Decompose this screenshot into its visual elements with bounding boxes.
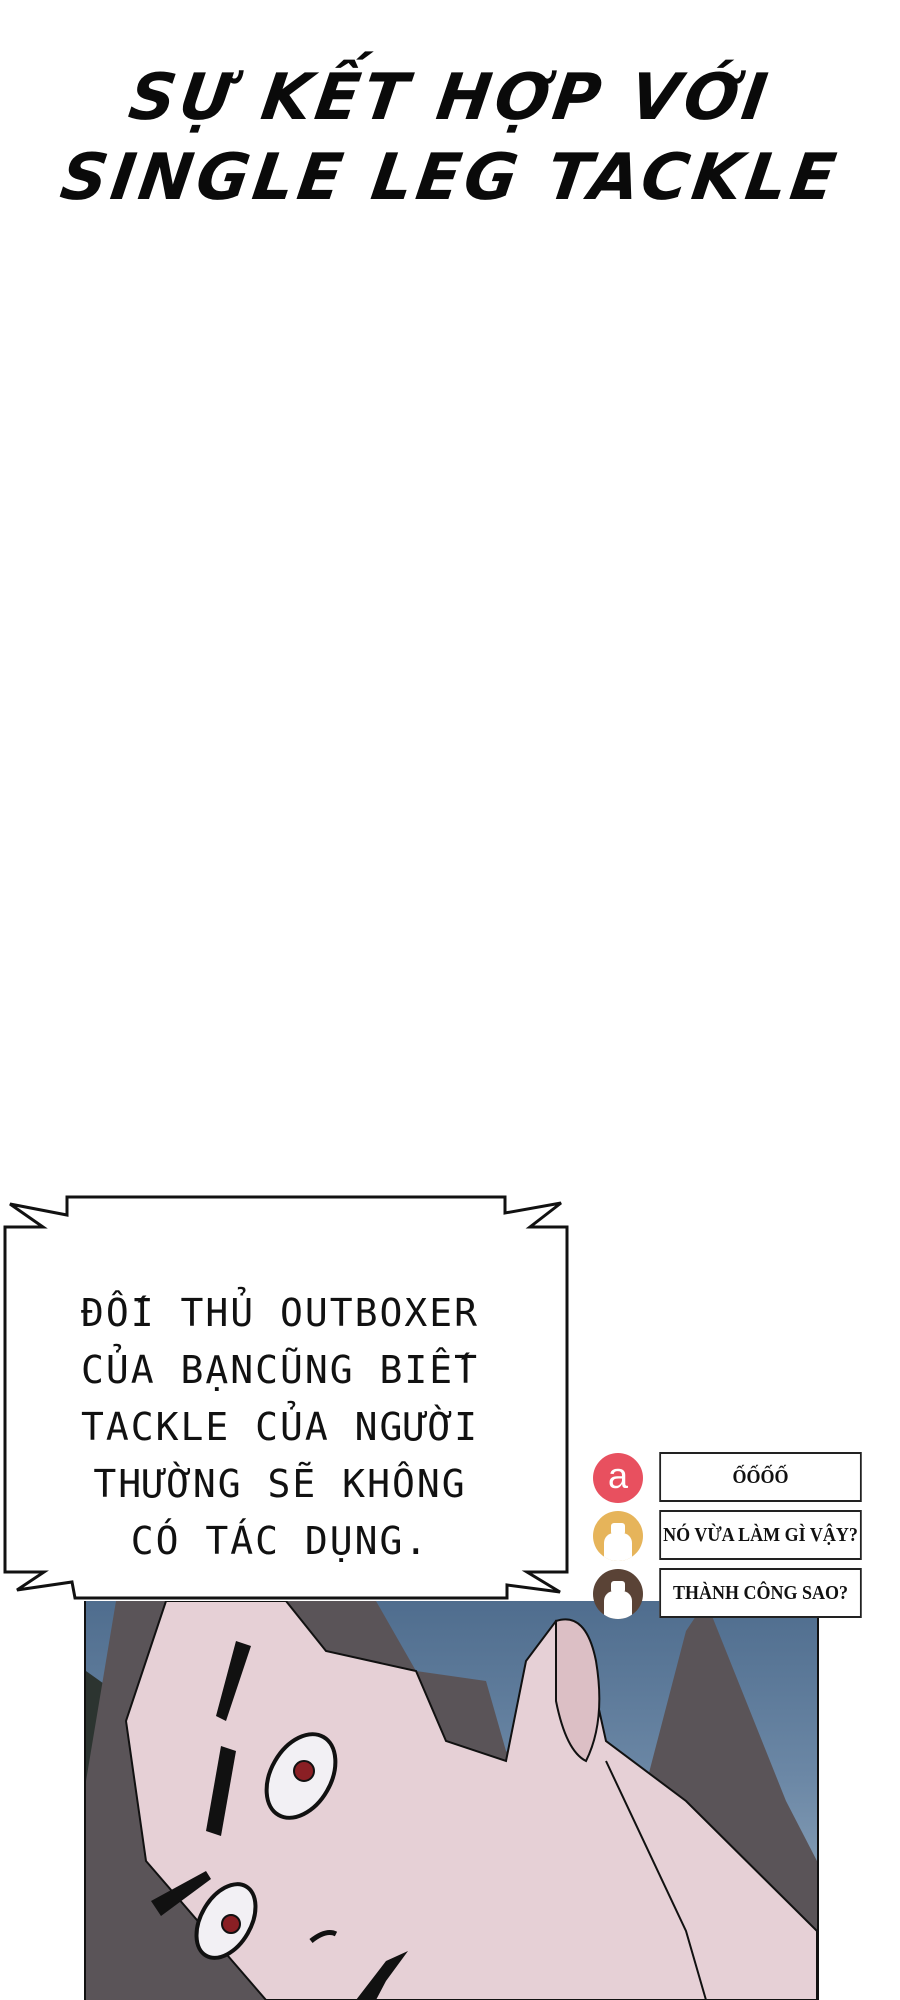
avatar-letter-a[interactable]: a (593, 1453, 643, 1503)
bubble-line: TACKLE CỦA NGƯỜI (80, 1405, 480, 1449)
comment-text-box: THÀNH CÔNG SAO? (659, 1568, 862, 1618)
comment-item[interactable]: THÀNH CÔNG SAO? (590, 1568, 880, 1626)
comment-item[interactable]: NÓ VỪA LÀM GÌ VẬY? (590, 1510, 880, 1568)
bubble-line: CÓ TÁC DỤNG. (130, 1519, 430, 1563)
avatar-head-shape (611, 1581, 625, 1593)
speech-bubble: ĐỐI THỦ OUTBOXER CỦA BẠNCŨNG BIẾT TACKLE… (0, 1185, 580, 1605)
comment-list: a ỐỐỐỐ NÓ VỪA LÀM GÌ VẬY? THÀNH CÔNG SAO… (590, 1452, 880, 1626)
title-line-1: SỰ KẾT HỢP VỚI (124, 61, 776, 135)
speech-bubble-text: ĐỐI THỦ OUTBOXER CỦA BẠNCŨNG BIẾT TACKLE… (40, 1285, 520, 1570)
bubble-line: THƯỜNG SẼ KHÔNG (93, 1462, 467, 1506)
user-avatar-icon[interactable] (593, 1511, 643, 1561)
user-avatar-icon[interactable] (593, 1569, 643, 1619)
avatar-body-shape (604, 1591, 632, 1619)
speech-bubble-outline (3, 1195, 569, 1600)
comment-text-box: NÓ VỪA LÀM GÌ VẬY? (659, 1510, 862, 1560)
comment-text-box: ỐỐỐỐ (659, 1452, 862, 1502)
avatar-body-shape (604, 1533, 632, 1561)
title-line-2: SINGLE LEG TACKLE (56, 141, 844, 215)
comment-item[interactable]: a ỐỐỐỐ (590, 1452, 880, 1510)
bubble-line: ĐỐI THỦ OUTBOXER (80, 1291, 480, 1335)
comic-panel-artwork (84, 1601, 819, 2000)
bubble-line: CỦA BẠNCŨNG BIẾT (80, 1348, 480, 1392)
avatar-head-shape (611, 1523, 625, 1535)
face-illustration (86, 1601, 817, 2000)
